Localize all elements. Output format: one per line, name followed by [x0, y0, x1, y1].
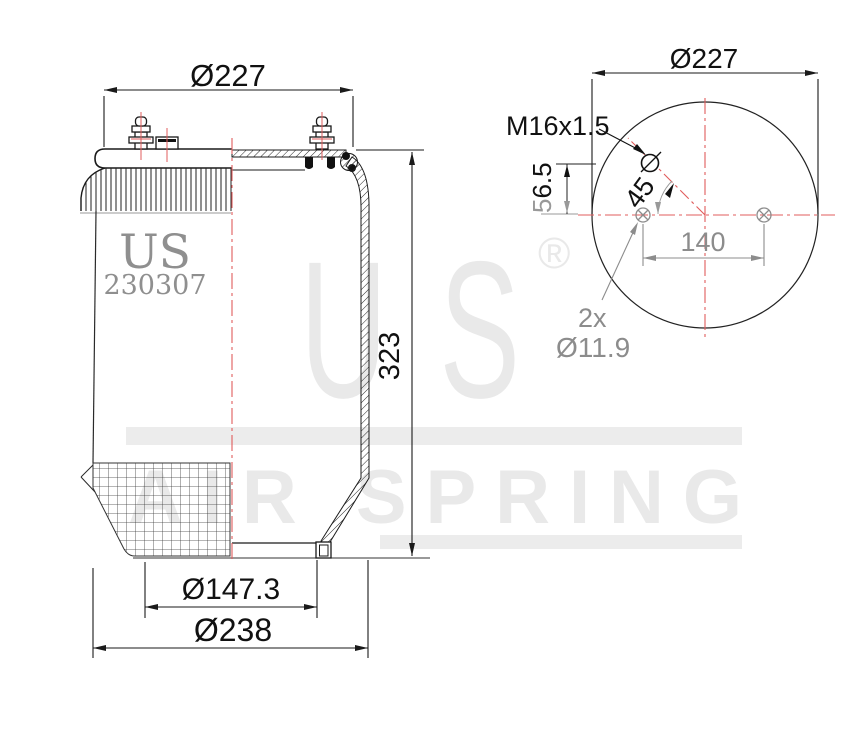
dim-label: Ø227: [670, 43, 739, 74]
dim-label: 45: [619, 172, 661, 214]
dim-base-diameter: Ø238: [92, 560, 369, 658]
thread-callout: M16x1.5: [506, 111, 662, 173]
dim-label: Ø227: [190, 58, 266, 93]
arrow-left: [104, 87, 117, 93]
stud-left: [128, 112, 154, 160]
dim-label: 323: [374, 332, 406, 380]
bead-clamp-top: [342, 152, 350, 160]
dim-piston-diameter: Ø147.3: [144, 560, 318, 618]
mounting-hole-left: [635, 207, 651, 223]
marking-part-number: 230307: [103, 270, 206, 301]
side-view: Ø227: [80, 58, 430, 658]
dim-side-top-diameter: Ø227: [103, 58, 354, 147]
hole-size-callout: 2x Ø11.9: [556, 222, 638, 363]
watermark-bar-bottom: [380, 535, 742, 549]
bellows-body: US 230307: [80, 210, 207, 493]
dim-label: Ø147.3: [182, 573, 280, 606]
dim-label: 56.5: [527, 162, 557, 213]
seal-pocket-right: [327, 157, 335, 169]
plate-section-strip: [231, 149, 347, 158]
dim-label: 140: [680, 227, 725, 257]
dim-top-diameter: Ø227: [591, 43, 819, 214]
watermark-bar-top: [126, 427, 742, 445]
hole-diameter-label: Ø11.9: [556, 332, 630, 363]
thread-label: M16x1.5: [506, 111, 610, 141]
dim-hole-spacing: 140: [642, 224, 765, 266]
registered-icon: ®: [538, 229, 570, 278]
mounting-hole-right: [756, 207, 772, 223]
dim-label: Ø238: [194, 612, 272, 648]
seal-pocket-left: [305, 157, 313, 169]
dim-hole-offset: 56.5: [527, 162, 596, 215]
rib-bulge-outline: [80, 167, 106, 211]
bellows-ribs: [80, 167, 232, 214]
stud-right: [309, 112, 335, 160]
body-left-edge: [92, 210, 97, 464]
plate-left-capsule: [94, 148, 232, 169]
leader-line: [601, 225, 637, 301]
watermark-brand: US: [300, 222, 572, 440]
marking-brand: US: [119, 225, 191, 280]
arrow-right: [340, 87, 353, 93]
hole-count-label: 2x: [578, 303, 607, 333]
dim-height: 323: [356, 149, 424, 556]
air-fitting: [155, 128, 179, 162]
leader-arrow: [630, 222, 638, 235]
centerline-diagonal: [627, 137, 706, 216]
dim-angle: 45: [619, 172, 674, 215]
leader-arrow: [633, 144, 646, 155]
piston-grid-section: [92, 462, 430, 559]
wall-section: [232, 156, 370, 559]
